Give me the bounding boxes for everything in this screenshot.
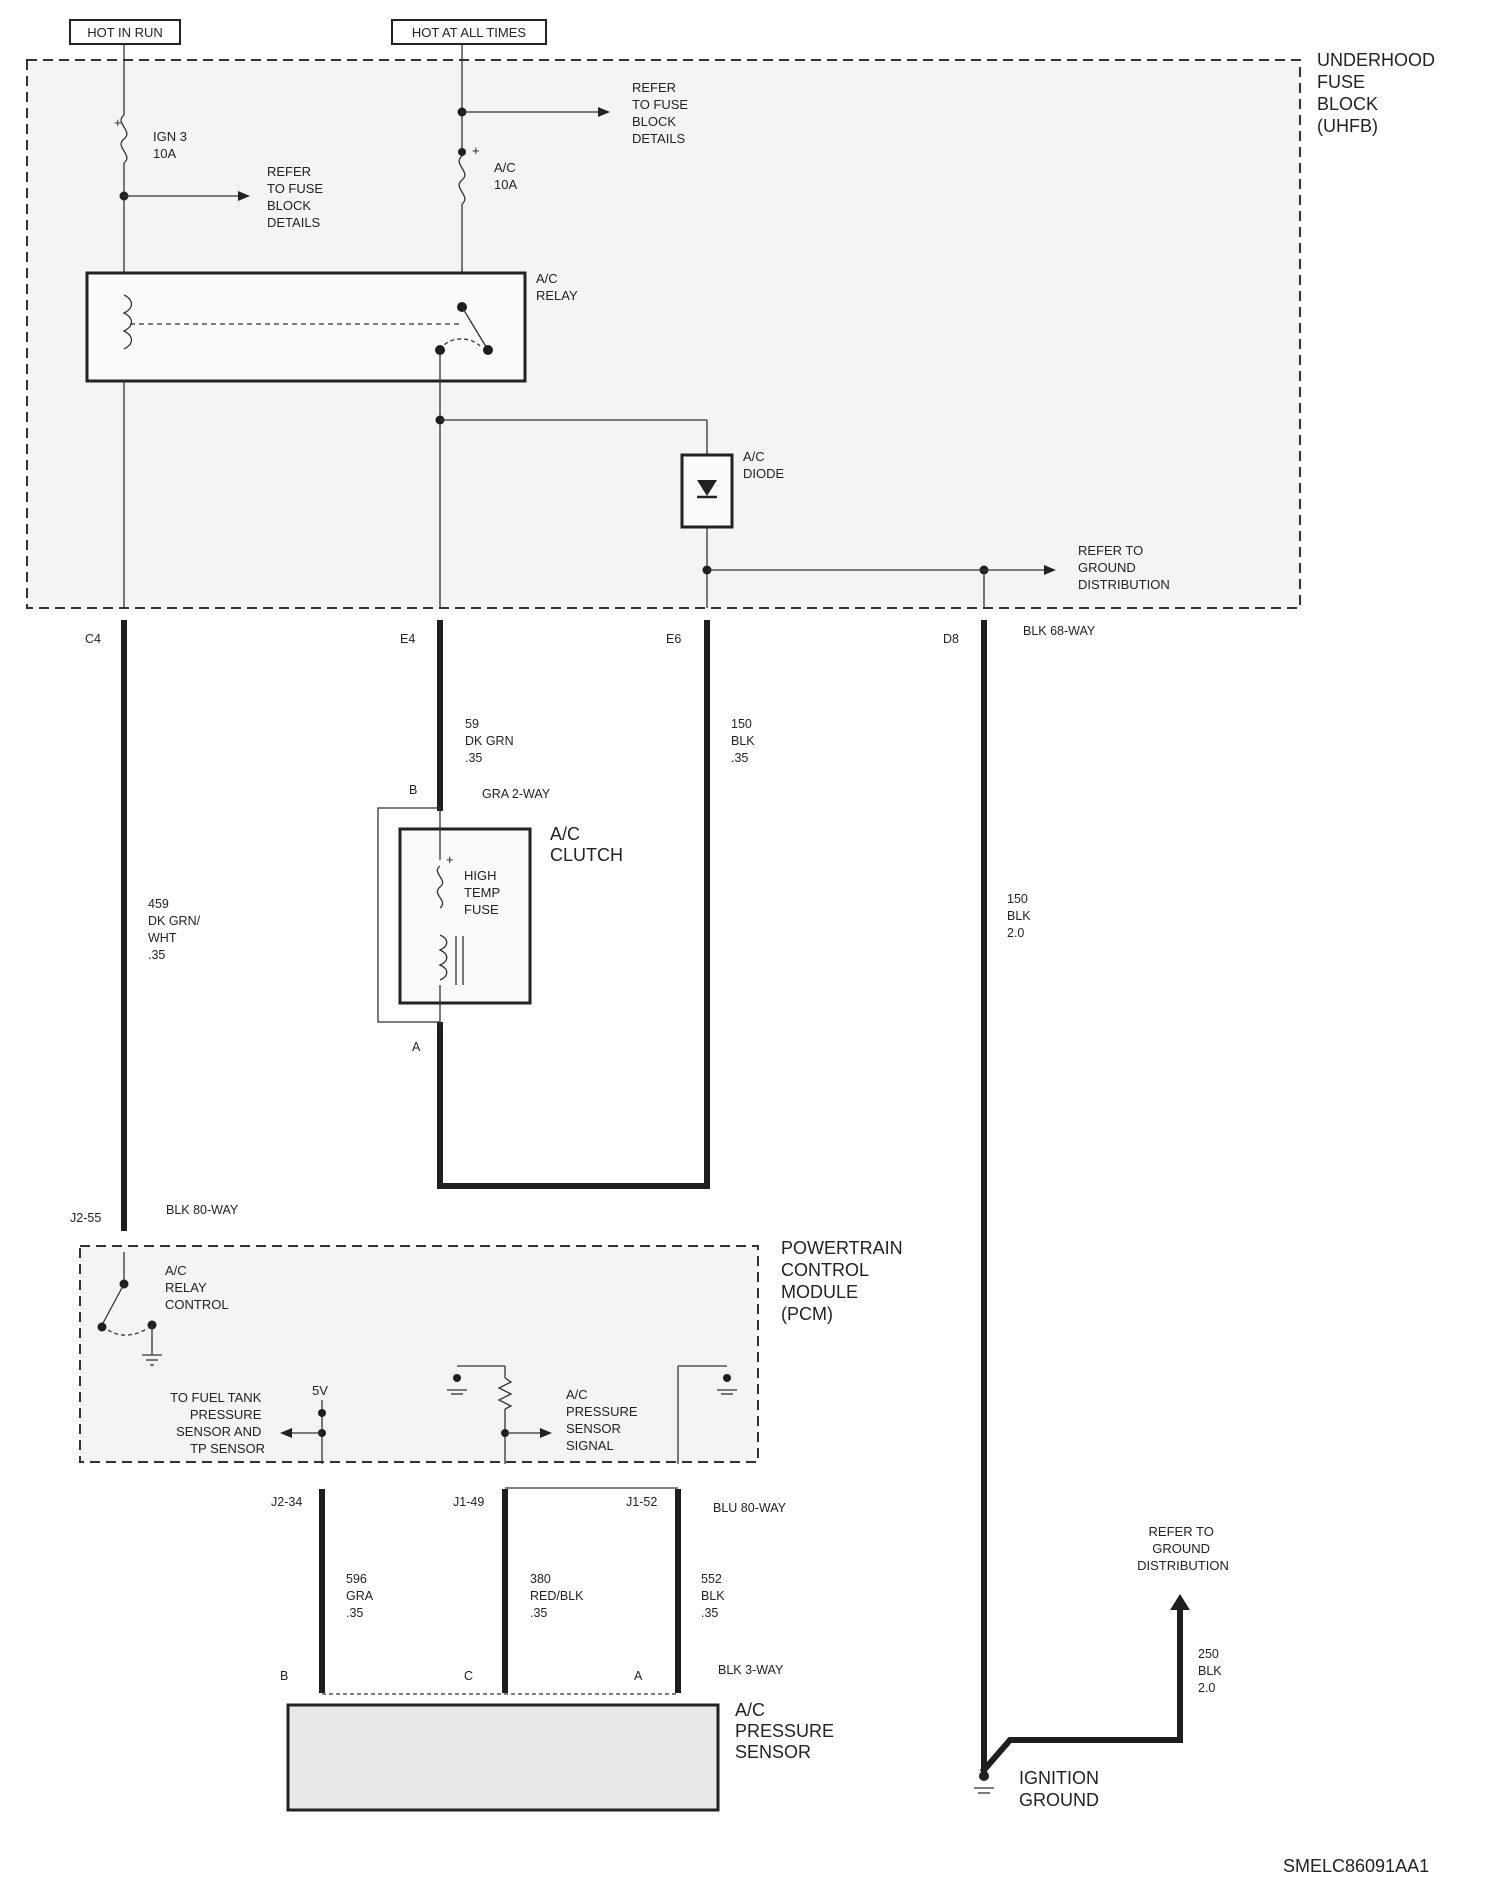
five-volt-label: 5V [312,1383,328,1398]
ac-diode-label: A/C DIODE [743,449,785,481]
uhfb-pin-c4: C4 [85,632,101,646]
ac-fuse-symbol [458,155,466,205]
pcm-title: POWERTRAIN CONTROL MODULE (PCM) [781,1238,908,1324]
uhfb-pin-d8: D8 [943,632,959,646]
refer-fuse-block-2: REFER TO FUSE BLOCK DETAILS [632,80,692,146]
wire-label-250: 250 BLK 2.0 [1198,1647,1225,1695]
hot-at-all-times-label: HOT AT ALL TIMES [412,25,526,40]
pcm-pin-j1-52: J1-52 [626,1495,657,1509]
uhfb-connector-label: BLK 68-WAY [1023,624,1096,638]
relay-control-label: A/C RELAY CONTROL [165,1263,229,1312]
diagram-code: SMELC86091AA1 [1283,1856,1429,1876]
wire-label-150-b: 150 BLK 2.0 [1007,892,1034,940]
high-temp-fuse-symbol [436,865,444,909]
uhfb-pin-e4: E4 [400,632,415,646]
ac-fuse-label: A/C 10A [494,160,519,192]
clutch-pin-b: B [409,783,417,797]
pcm-connector-bottom: BLU 80-WAY [713,1501,787,1515]
wire-label-59: 59 DK GRN .35 [465,717,517,765]
clutch-pin-a: A [412,1040,421,1054]
uhfb-pin-e6: E6 [666,632,681,646]
wire-label-380: 380 RED/BLK .35 [530,1572,587,1620]
pcm-boundary [79,1245,759,1463]
ign3-fuse-label: IGN 3 10A [153,129,191,161]
sensor-pin-a: A [634,1669,643,1683]
ac-pressure-sensor-box [286,1703,720,1812]
sensor-pin-c: C [464,1669,473,1683]
wire-clutch-return [437,620,710,1189]
ac-pressure-sensor-title: A/C PRESSURE SENSOR [735,1700,839,1762]
ac-relay-box [85,271,527,383]
pcm-pin-j2-34: J2-34 [271,1495,302,1509]
svg-text:+: + [446,852,454,867]
wire-label-459: 459 DK GRN/ WHT .35 [148,897,204,962]
uhfb-title: UNDERHOOD FUSE BLOCK (UHFB) [1317,50,1440,136]
hot-at-all-times-box [391,19,547,45]
ac-clutch-title: A/C CLUTCH [550,824,623,865]
hot-in-run-label: HOT IN RUN [87,25,163,40]
sensor-connector-label: BLK 3-WAY [718,1663,784,1677]
wire-label-596: 596 GRA .35 [346,1572,376,1620]
ac-clutch-box [398,827,532,1005]
pullup-resistor-symbol [497,1377,513,1410]
high-temp-fuse-label: HIGH TEMP FUSE [464,868,504,917]
clutch-connector-label: GRA 2-WAY [482,787,551,801]
pcm-pin-j1-49: J1-49 [453,1495,484,1509]
hot-in-run-box [69,19,181,45]
svg-text:+: + [114,115,122,130]
relay-coil-symbol [122,294,133,350]
pcm-connector-top: BLK 80-WAY [166,1203,239,1217]
clutch-coil-symbol [438,934,448,981]
ign3-fuse-symbol [120,114,128,164]
wire-label-150-a: 150 BLK .35 [731,717,758,765]
refer-ground-distribution-2: REFER TO GROUND DISTRIBUTION [1137,1524,1229,1573]
diode-symbol [697,480,717,496]
fuel-tank-label: TO FUEL TANK PRESSURE SENSOR AND TP SENS… [170,1390,265,1456]
ground-arrow [1170,1594,1190,1610]
ignition-ground-point [979,1771,989,1781]
svg-text:+: + [472,143,480,158]
wire-label-552: 552 BLK .35 [701,1572,728,1620]
refer-ground-distribution-1: REFER TO GROUND DISTRIBUTION [1078,543,1170,592]
pcm-pin-j2-55: J2-55 [70,1211,101,1225]
pressure-signal-label: A/C PRESSURE SENSOR SIGNAL [566,1387,641,1453]
wire-250 [979,1605,1183,1775]
ac-relay-label: A/C RELAY [536,271,578,303]
ignition-ground-label: IGNITION GROUND [1019,1768,1104,1810]
sensor-pin-b: B [280,1669,288,1683]
refer-fuse-block-1: REFER TO FUSE BLOCK DETAILS [267,164,327,230]
